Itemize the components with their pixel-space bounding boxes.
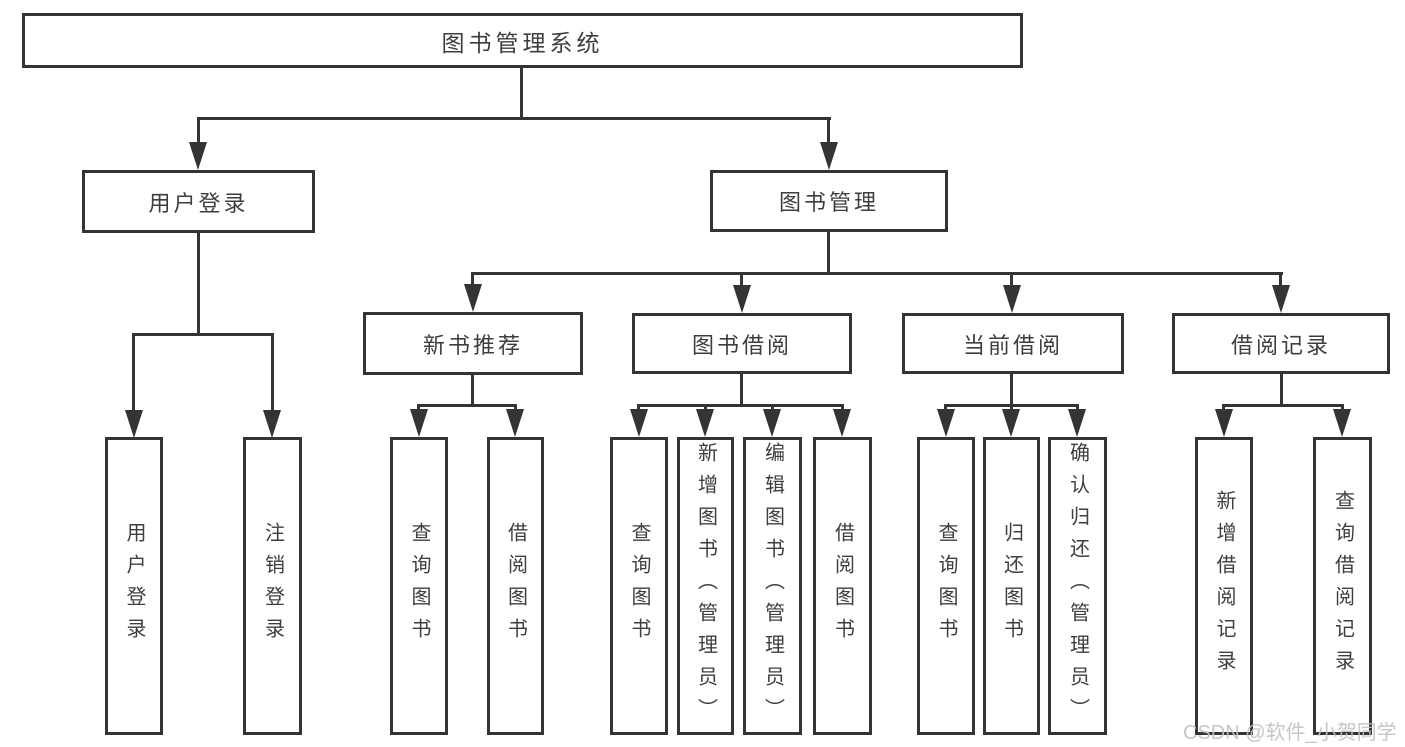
arrow-down-icon [1003,285,1021,313]
node-user-login: 用户登录 [82,170,315,233]
connector-line [197,117,831,120]
connector-line [1010,372,1013,406]
arrow-down-icon [410,409,428,437]
node-library-system-root: 图书管理系统 [22,13,1023,68]
leaf-user-login: 用户登录 [105,437,163,735]
leaf-confirm-return-admin: 确认归还（管理员） [1048,437,1107,735]
connector-line [827,229,830,275]
connector-line [637,404,844,407]
leaf-label: 用户登录 [123,522,145,650]
connector-line [471,272,1283,275]
connector-line [520,66,523,119]
node-borrow-records: 借阅记录 [1172,313,1390,374]
connector-line [197,117,200,147]
leaf-label: 借阅图书 [831,522,854,650]
leaf-label: 查询图书 [408,522,430,650]
leaf-query-borrow-record: 查询借阅记录 [1313,437,1372,735]
leaf-borrow-books-recommend: 借阅图书 [487,437,544,735]
node-label: 图书借阅 [691,332,792,358]
connector-line [740,372,743,406]
arrow-down-icon [125,410,143,438]
connector-line [740,272,743,288]
node-label: 当前借阅 [962,332,1063,358]
leaf-label: 借阅图书 [504,522,527,650]
arrow-down-icon [1272,285,1290,313]
connector-line [1279,272,1282,288]
leaf-label: 新增图书（管理员） [694,442,717,730]
arrow-down-icon [189,142,207,170]
leaf-query-books-recommend: 查询图书 [390,437,448,735]
leaf-add-book-admin: 新增图书（管理员） [677,437,734,735]
node-book-borrow: 图书借阅 [632,313,852,374]
leaf-return-books: 归还图书 [983,437,1040,735]
node-new-book-recommend: 新书推荐 [363,312,583,375]
arrow-down-icon [937,409,955,437]
leaf-label: 查询借阅记录 [1331,490,1354,682]
arrow-down-icon [506,409,524,437]
arrow-down-icon [820,142,838,170]
node-book-management: 图书管理 [710,170,948,232]
arrow-down-icon [833,409,851,437]
arrow-down-icon [763,409,781,437]
arrow-down-icon [696,409,714,437]
connector-line [132,333,135,413]
connector-line [1280,372,1283,406]
connector-line [471,373,474,406]
arrow-down-icon [1002,409,1020,437]
leaf-borrow-books-borrow: 借阅图书 [813,437,872,735]
node-label: 借阅记录 [1230,332,1331,358]
leaf-logout: 注销登录 [243,437,302,735]
node-current-borrow: 当前借阅 [902,313,1124,374]
arrow-down-icon [1333,409,1351,437]
leaf-edit-book-admin: 编辑图书（管理员） [743,437,802,735]
leaf-label: 编辑图书（管理员） [761,442,784,730]
arrow-down-icon [1068,409,1086,437]
arrow-down-icon [733,285,751,313]
connector-line [417,404,517,407]
leaf-label: 新增借阅记录 [1213,490,1235,682]
node-label: 新书推荐 [422,332,523,358]
node-label: 图书管理系统 [441,29,604,56]
arrow-down-icon [464,284,482,312]
leaf-label: 确认归还（管理员） [1066,442,1089,730]
leaf-label: 查询图书 [935,522,957,650]
connector-line [197,230,200,335]
connector-line [471,272,474,288]
arrow-down-icon [263,410,281,438]
arrow-down-icon [1215,409,1233,437]
leaf-label: 注销登录 [261,522,284,650]
node-label: 图书管理 [778,190,879,215]
leaf-label: 归还图书 [1000,522,1023,650]
leaf-query-books-borrow: 查询图书 [610,437,668,735]
node-label: 用户登录 [148,190,249,216]
csdn-watermark: CSDN @软件_小贺同学 [1183,722,1397,744]
leaf-label: 查询图书 [628,522,650,650]
leaf-add-borrow-record: 新增借阅记录 [1195,437,1253,735]
connector-line [271,333,274,413]
connector-line [1222,404,1344,407]
connector-line [132,333,274,336]
connector-line [827,117,830,147]
leaf-query-books-current: 查询图书 [917,437,975,735]
arrow-down-icon [630,409,648,437]
connector-line [1010,272,1013,288]
